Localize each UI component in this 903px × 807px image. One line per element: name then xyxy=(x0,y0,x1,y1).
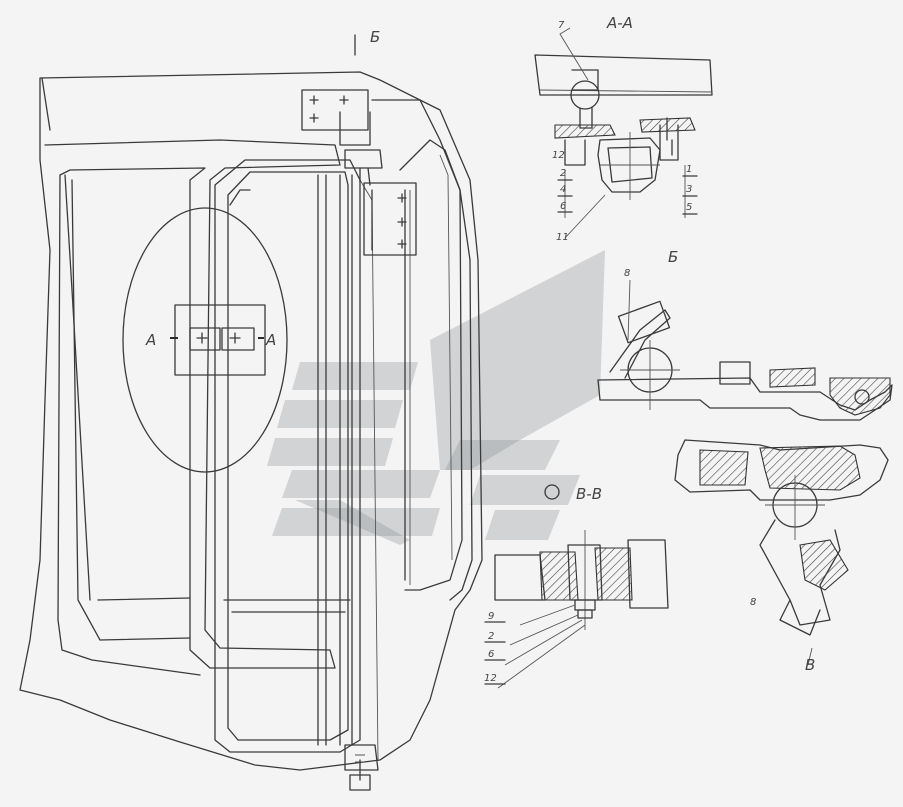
watermark-logo xyxy=(267,250,605,545)
callout-aa-top: 7 xyxy=(558,20,565,31)
label-section-vv: В-В xyxy=(576,485,602,503)
label-view-b-right: Б xyxy=(668,248,678,266)
callout-v-detail: 8 xyxy=(750,597,756,608)
door-assembly xyxy=(19,34,483,791)
label-view-v: В xyxy=(805,656,815,674)
callout-b-detail: 8 xyxy=(624,268,630,279)
label-section-aa: А-А xyxy=(606,14,633,32)
callout-aa-right-2: 3 xyxy=(686,184,692,195)
callout-vv-2: 2 xyxy=(488,631,494,642)
callout-vv-3: 6 xyxy=(488,649,494,660)
section-aa xyxy=(534,27,713,239)
label-cut-a-left: А xyxy=(145,331,156,349)
callout-aa-left-2: 4 xyxy=(560,184,566,195)
callout-aa-left-3: 6 xyxy=(560,201,566,212)
section-vv xyxy=(484,484,669,689)
callout-aa-small: 12 xyxy=(552,150,565,161)
callout-vv-1: 9 xyxy=(488,611,494,622)
label-cut-a-right: А xyxy=(265,331,276,349)
label-view-b-top: Б xyxy=(370,28,380,46)
callout-aa-right-1: 1 xyxy=(686,164,692,175)
callout-aa-left-1: 2 xyxy=(560,168,566,179)
callout-vv-4: 12 xyxy=(484,673,497,684)
callout-aa-left-4: 11 xyxy=(556,232,569,243)
view-v xyxy=(674,439,889,666)
view-b xyxy=(597,279,893,421)
callout-aa-right-3: 5 xyxy=(686,202,692,213)
